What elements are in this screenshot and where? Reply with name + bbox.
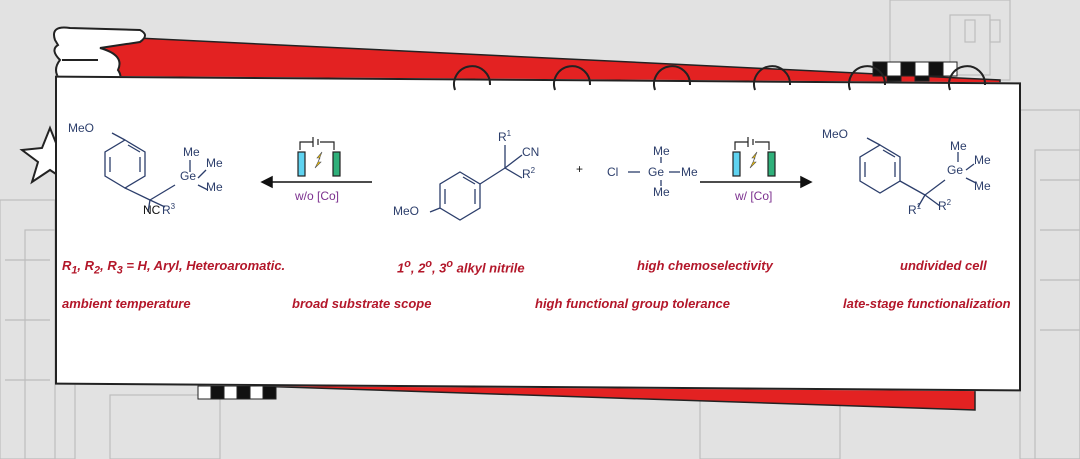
temperature-note: ambient temperature bbox=[62, 296, 191, 311]
right-me-top: Me bbox=[950, 139, 967, 153]
undivided-cell-note: undivided cell bbox=[900, 258, 987, 273]
electrochemical-cell-icon bbox=[297, 137, 341, 177]
left-product-ring bbox=[104, 139, 146, 189]
reagent-cl: Cl bbox=[607, 165, 618, 179]
reagent-me-top: Me bbox=[653, 144, 670, 158]
substrate-methoxy: MeO bbox=[393, 204, 419, 218]
reagent-me-right: Me bbox=[681, 165, 698, 179]
left-me-top: Me bbox=[183, 145, 200, 159]
left-me-right: Me bbox=[206, 156, 223, 170]
substrate-r2: R2 bbox=[522, 166, 536, 181]
right-r2: R2 bbox=[938, 198, 952, 213]
scope-note: R1, R2, R3 = H, Aryl, Heteroaromatic. bbox=[62, 258, 286, 277]
substrate-ring bbox=[439, 171, 481, 221]
ring-1 bbox=[453, 65, 492, 91]
substrate-nitrile: CN bbox=[522, 145, 539, 159]
left-condition-label: w/o [Co] bbox=[295, 189, 340, 203]
chemoselectivity-note: high chemoselectivity bbox=[637, 258, 773, 273]
nitrile-degree-note: 1o, 2o, 3o alkyl nitrile bbox=[397, 258, 525, 276]
electrochemical-cell-icon bbox=[732, 137, 776, 177]
right-condition-label: w/ [Co] bbox=[735, 189, 773, 203]
ring-6 bbox=[948, 65, 987, 91]
ring-4 bbox=[753, 65, 792, 91]
reagent-ge: Ge bbox=[648, 165, 664, 179]
right-ge: Ge bbox=[947, 163, 963, 177]
tolerance-note: high functional group tolerance bbox=[535, 296, 730, 311]
ring-2 bbox=[553, 65, 592, 91]
right-r1: R1 bbox=[908, 202, 922, 217]
substrate-r1: R1 bbox=[498, 129, 512, 144]
right-me-right: Me bbox=[974, 153, 991, 167]
left-ge: Ge bbox=[180, 169, 196, 183]
late-stage-note: late-stage functionalization bbox=[843, 296, 1011, 311]
checker-strip-bottom bbox=[197, 385, 277, 400]
left-me-lower: Me bbox=[206, 180, 223, 194]
ring-5 bbox=[848, 65, 887, 91]
right-product-ring bbox=[859, 144, 901, 194]
left-methoxy-label: MeO bbox=[68, 121, 94, 135]
left-nitrile: NC bbox=[143, 203, 161, 217]
plus-sign: + bbox=[576, 162, 583, 176]
reagent-me-bottom: Me bbox=[653, 185, 670, 199]
right-me-lower: Me bbox=[974, 179, 991, 193]
left-r3: R3 bbox=[162, 202, 176, 217]
right-methoxy-label: MeO bbox=[822, 127, 848, 141]
ring-3 bbox=[653, 65, 692, 91]
substrate-scope-note: broad substrate scope bbox=[292, 296, 432, 311]
